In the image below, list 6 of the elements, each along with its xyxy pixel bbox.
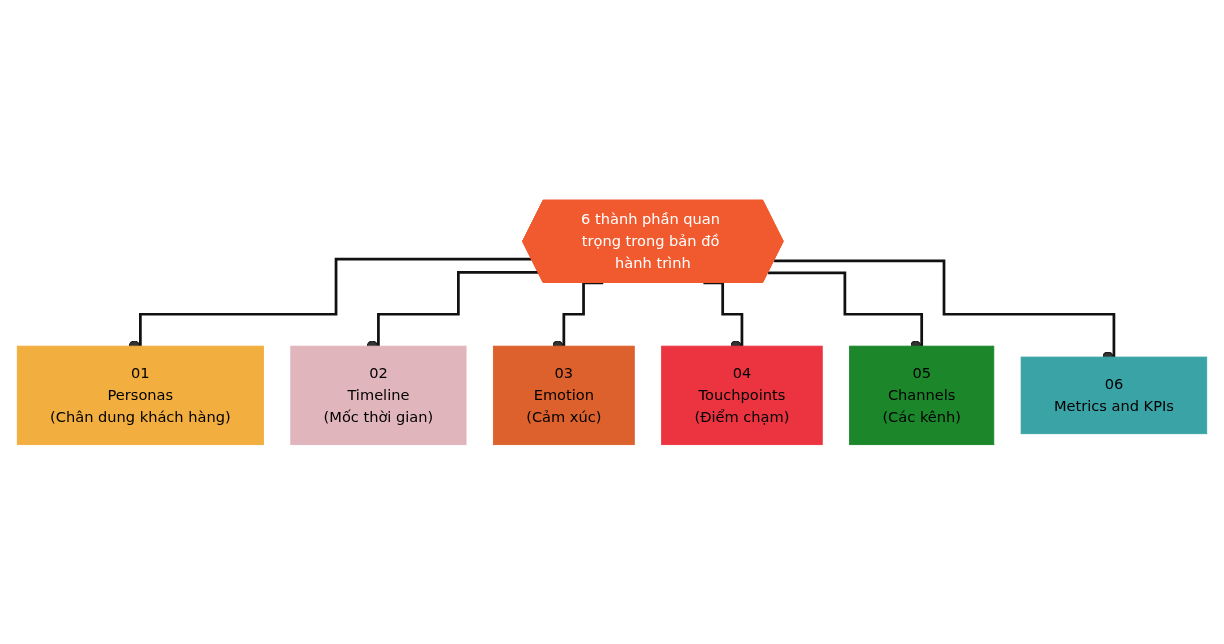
- node-box: 04 Touchpoints (Điểm chạm): [661, 345, 823, 445]
- node-box: 02 Timeline (Mốc thời gian): [290, 345, 467, 445]
- node-box: 06 Metrics and KPIs: [1020, 356, 1208, 434]
- node-box: 05 Channels (Các kênh): [849, 345, 995, 445]
- node-box: 03 Emotion (Cảm xúc): [492, 345, 635, 445]
- node-box: 01 Personas (Chân dung khách hàng): [16, 345, 264, 445]
